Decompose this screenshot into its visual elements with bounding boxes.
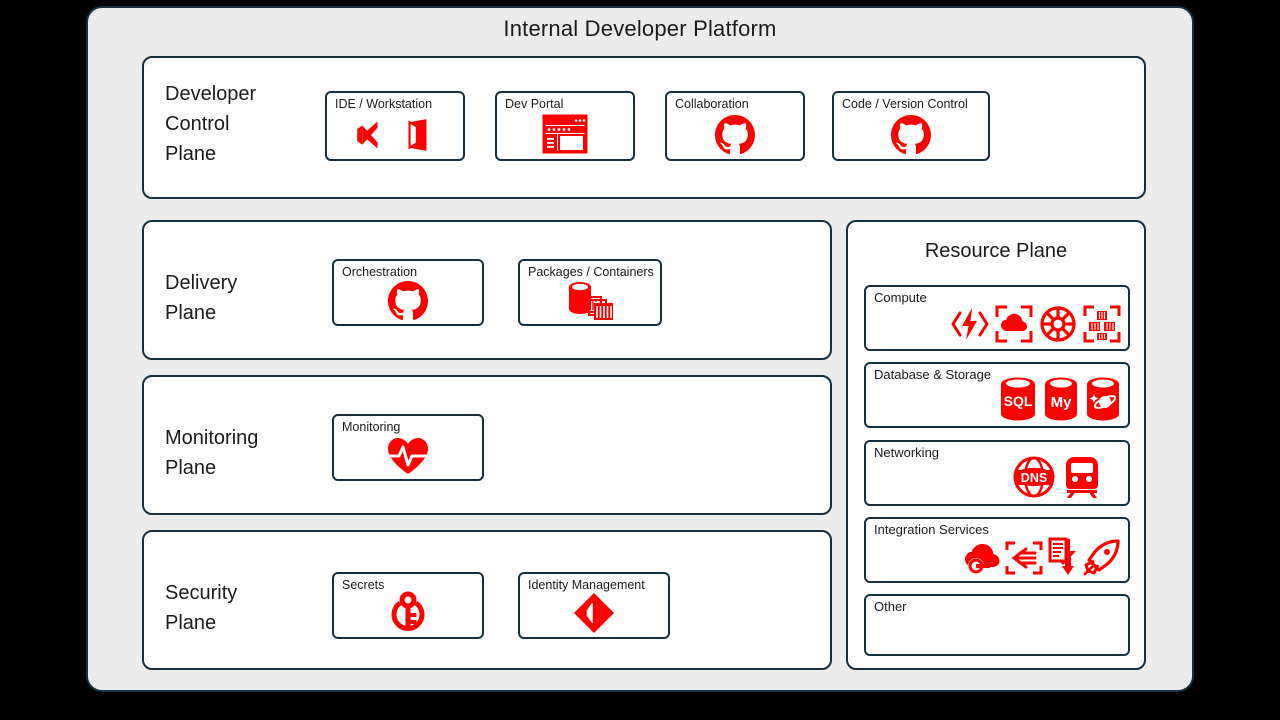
sql-database-icon: SQL	[1001, 377, 1035, 421]
plane-label-security: Security Plane	[165, 582, 238, 634]
container-registry-icon	[569, 282, 613, 320]
card-label-ide-workstation: IDE / Workstation	[335, 97, 433, 111]
heart-pulse-icon	[388, 438, 428, 474]
entra-id-diamond-icon	[574, 593, 614, 633]
mysql-database-icon: My	[1045, 377, 1077, 421]
api-gateway-icon	[1005, 541, 1043, 575]
plane-developer-control: Developer Control Plane IDE / Workstatio…	[142, 56, 1146, 199]
resource-row-label-integration-services: Integration Services	[874, 522, 989, 537]
github-icon	[715, 115, 755, 155]
card-orchestration[interactable]: Orchestration	[332, 259, 484, 326]
card-label-code-version-control: Code / Version Control	[842, 97, 968, 111]
resource-row-label-other: Other	[874, 599, 907, 614]
card-code-version-control[interactable]: Code / Version Control	[832, 91, 990, 161]
plane-delivery: Delivery Plane Orchestration Packages / …	[142, 220, 832, 360]
card-label-secrets: Secrets	[342, 578, 385, 592]
traffic-train-icon	[1066, 457, 1098, 498]
plane-monitoring: Monitoring Plane Monitoring	[142, 375, 832, 515]
container-apps-icon	[995, 305, 1033, 343]
card-monitoring[interactable]: Monitoring	[332, 414, 484, 481]
card-dev-portal[interactable]: Dev Portal	[495, 91, 635, 161]
logic-apps-queue-icon	[1048, 537, 1076, 575]
plane-security: Security Plane Secrets Identity Manageme…	[142, 530, 832, 670]
key-vault-icon	[391, 591, 425, 631]
resource-row-label-database-storage: Database & Storage	[874, 367, 992, 382]
github-icon	[891, 115, 931, 155]
card-label-identity-management: Identity Management	[528, 578, 645, 592]
vs-code-icon	[408, 119, 427, 151]
resource-row-database-storage[interactable]: Database & Storage SQL My	[864, 362, 1130, 428]
plane-resource: Resource Plane Compute	[846, 220, 1146, 670]
kubernetes-helm-icon	[1040, 306, 1076, 342]
svg-text:DNS: DNS	[1021, 471, 1047, 485]
card-ide-workstation[interactable]: IDE / Workstation	[325, 91, 465, 161]
resource-row-networking[interactable]: Networking DNS	[864, 440, 1130, 506]
svg-text:SQL: SQL	[1004, 393, 1033, 409]
plane-label-delivery: Delivery Plane	[165, 272, 238, 324]
resource-row-integration-services[interactable]: Integration Services	[864, 517, 1130, 583]
plane-label-developer-control: Developer Control Plane	[165, 83, 257, 165]
browser-portal-icon	[542, 114, 588, 154]
card-label-collaboration: Collaboration	[675, 97, 749, 111]
azure-functions-icon	[951, 308, 989, 340]
card-packages-containers[interactable]: Packages / Containers	[518, 259, 662, 326]
svg-text:My: My	[1051, 394, 1072, 411]
card-label-packages-containers: Packages / Containers	[528, 265, 654, 279]
github-icon	[388, 281, 428, 321]
resource-row-label-networking: Networking	[874, 445, 940, 460]
resource-row-other[interactable]: Other	[864, 594, 1130, 656]
page-title: Internal Developer Platform	[503, 16, 777, 41]
resource-row-compute[interactable]: Compute	[864, 285, 1130, 351]
card-collaboration[interactable]: Collaboration	[665, 91, 805, 161]
cosmos-db-icon	[1087, 377, 1119, 421]
visual-studio-icon	[357, 121, 378, 149]
dns-globe-icon: DNS	[1013, 456, 1055, 498]
card-identity-management[interactable]: Identity Management	[518, 572, 670, 639]
container-instances-icon	[1083, 305, 1121, 343]
card-secrets[interactable]: Secrets	[332, 572, 484, 639]
resource-row-label-compute: Compute	[874, 290, 927, 305]
card-label-orchestration: Orchestration	[342, 265, 418, 279]
cloud-messaging-icon	[965, 544, 1000, 574]
card-label-dev-portal: Dev Portal	[505, 97, 564, 111]
plane-label-monitoring: Monitoring Plane	[165, 427, 259, 479]
resource-plane-title: Resource Plane	[924, 240, 1068, 262]
rocket-deploy-icon	[1083, 539, 1120, 576]
card-label-monitoring: Monitoring	[342, 420, 401, 434]
